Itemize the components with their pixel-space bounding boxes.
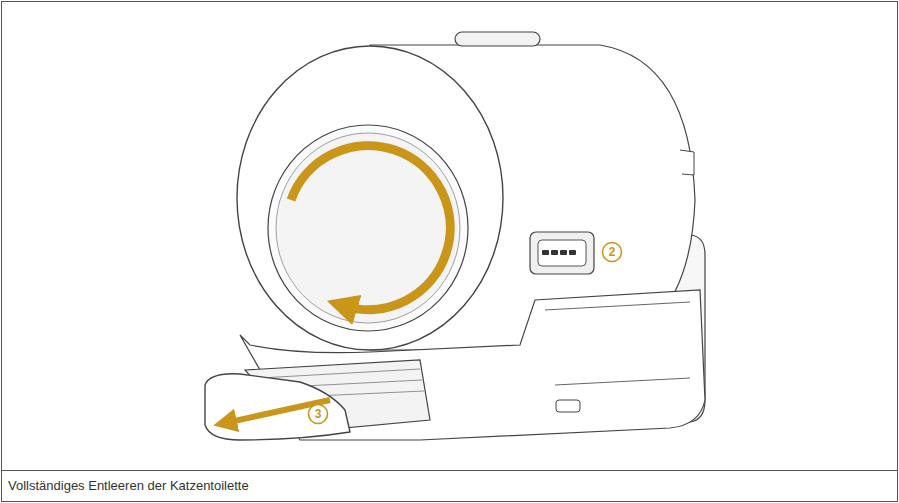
base-slot — [556, 400, 580, 412]
top-handle — [455, 32, 540, 46]
caption-divider — [2, 470, 898, 471]
callout-number: 3 — [309, 405, 327, 423]
figure-caption: Vollständiges Entleeren der Katzentoilet… — [8, 478, 249, 493]
pull-arrow — [225, 400, 330, 423]
drum-front — [237, 46, 503, 350]
drawer-front — [205, 374, 350, 440]
drum-opening — [268, 125, 468, 331]
control-buttons — [542, 250, 576, 255]
drum-handle — [680, 150, 694, 175]
drum-window — [276, 133, 460, 323]
control-panel — [530, 232, 594, 274]
control-panel-face — [538, 240, 586, 266]
base-front — [240, 290, 705, 440]
callout-circle — [309, 405, 328, 424]
base-rib — [555, 378, 690, 385]
rotation-arrow — [291, 146, 450, 310]
callout-number: 2 — [603, 243, 621, 261]
base-rib — [545, 302, 690, 310]
callout-circle — [603, 243, 622, 262]
